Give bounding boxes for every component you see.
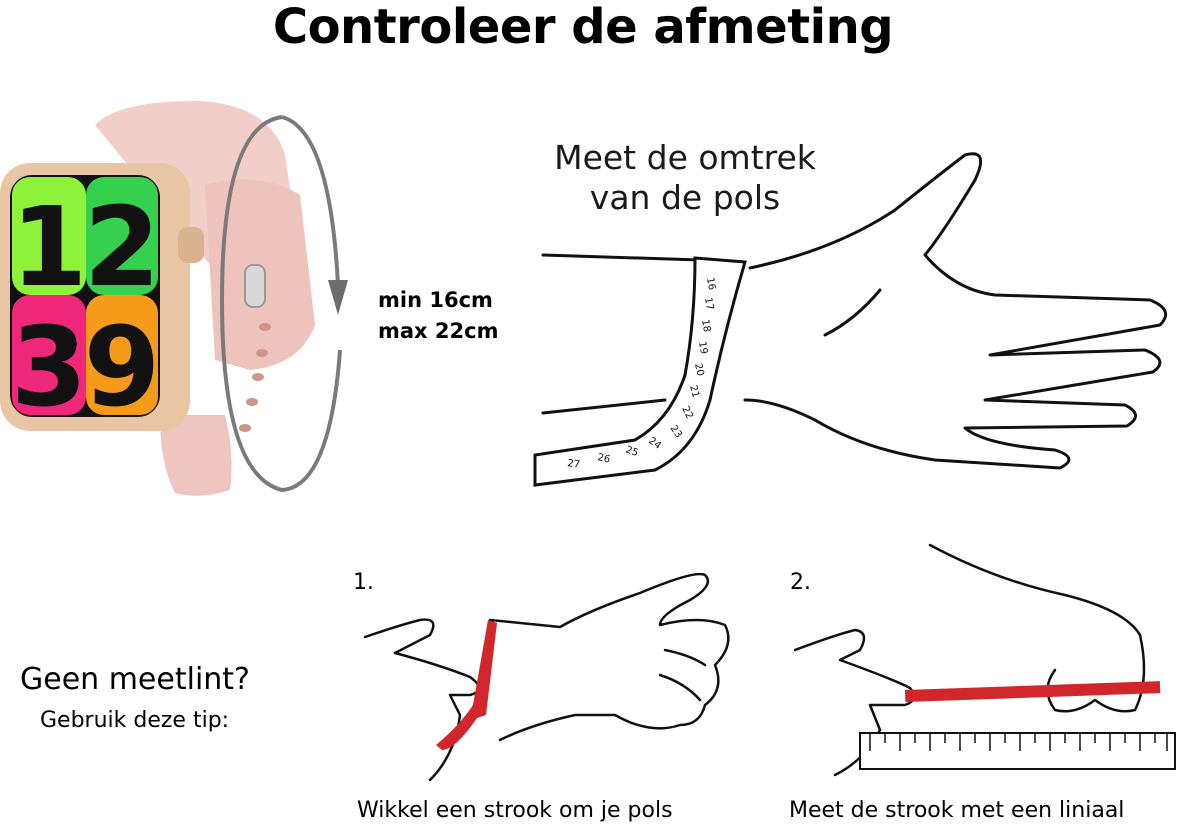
palm-crease: [823, 288, 882, 337]
measuring-tape: [533, 256, 747, 487]
circumference-arrow: [219, 115, 342, 493]
tape-mark: 20: [692, 362, 705, 377]
arrow-head-icon: [328, 280, 348, 315]
step-2-illustration: [793, 543, 1176, 777]
right-arm-outline: [488, 572, 730, 742]
arm-outline-top: [541, 253, 702, 262]
strap-hole: [239, 424, 251, 432]
page-title: Controleer de afmeting: [272, 0, 894, 55]
strap-hole: [246, 398, 258, 406]
smartwatch-illustration: 1 2 3 9: [0, 100, 348, 496]
tape-mark: 25: [624, 444, 640, 459]
watch-face-digit-bg: [12, 295, 86, 415]
ruler-body: [859, 732, 1176, 770]
hand-outline: [743, 152, 1168, 470]
measure-heading-line1: Meet de omtrek: [554, 138, 816, 177]
watch-face-digit-bg: [12, 177, 86, 295]
strap-hole: [252, 373, 264, 381]
watch-face-digit: 2: [84, 183, 161, 311]
size-max-label: max 22cm: [378, 319, 499, 343]
red-paper-strip: [436, 620, 497, 750]
strap-hole: [259, 323, 271, 331]
red-paper-strip: [904, 681, 1161, 702]
tape-mark: 27: [567, 458, 581, 471]
tape-mark: 17: [702, 297, 715, 311]
measure-heading-line2: van de pols: [589, 178, 781, 217]
arm-outline-bottom: [541, 398, 667, 415]
watch-strap-lower: [160, 415, 232, 496]
left-hand-outline: [363, 618, 481, 782]
ruler: [859, 732, 1176, 770]
step-1-illustration: [363, 572, 730, 782]
watch-face-digit-bg: [86, 295, 158, 415]
watch-buckle: [244, 264, 266, 308]
wrist-size-range: min 16cm max 22cm: [378, 285, 498, 347]
size-min-label: min 16cm: [378, 288, 493, 312]
tape-mark: 19: [696, 341, 709, 355]
step-1-number: 1.: [353, 570, 374, 595]
tape-mark: 22: [679, 405, 694, 421]
watch-face-digit: 3: [11, 303, 88, 431]
tape-mark: 26: [596, 452, 611, 465]
ruler-ticks: [869, 733, 1168, 751]
tape-mark: 18: [699, 319, 712, 333]
wrist-tape-illustration: 16 17 18 19 20 21 22 23 24 25 26 27: [533, 152, 1168, 487]
step-2-caption: Meet de strook met een liniaal: [789, 798, 1125, 823]
strap-hole: [256, 349, 268, 357]
watch-crown: [178, 227, 204, 263]
watch-face-digit-bg: [86, 177, 158, 295]
finger-lines: [658, 648, 707, 702]
tape-mark: 21: [687, 384, 701, 399]
step-2-number: 2.: [790, 570, 811, 595]
tape-mark: 16: [704, 277, 717, 291]
watch-face-digit: 9: [84, 303, 161, 431]
tip-subheading: Gebruik deze tip:: [40, 708, 230, 733]
watch-face-digit: 1: [11, 183, 88, 311]
measure-instruction: Meet de omtrek van de pols: [520, 138, 850, 218]
step-1-caption: Wikkel een strook om je pols: [357, 798, 673, 823]
no-tape-heading: Geen meetlint?: [20, 662, 250, 697]
